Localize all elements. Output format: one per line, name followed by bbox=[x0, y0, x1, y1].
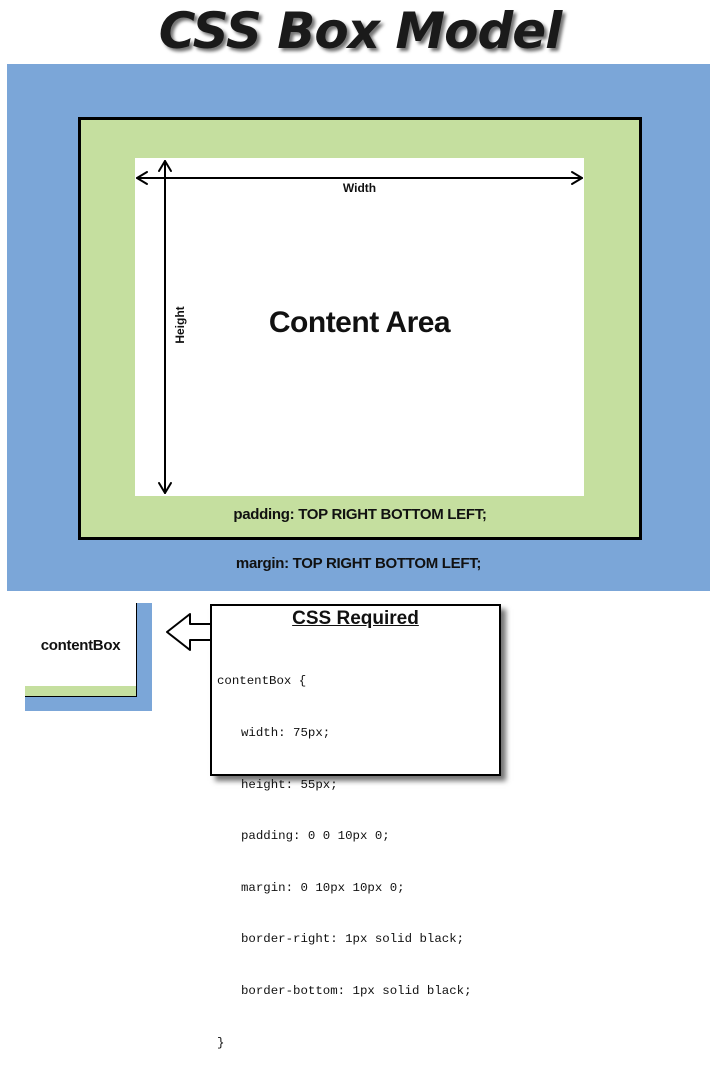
code-line: padding: 0 0 10px 0; bbox=[241, 829, 390, 844]
content-area-label: Content Area bbox=[268, 306, 451, 339]
code-line: border-right: 1px solid black; bbox=[241, 932, 465, 947]
code-line: border-bottom: 1px solid black; bbox=[241, 984, 472, 999]
width-arrow-icon bbox=[136, 171, 583, 185]
margin-label: margin: TOP RIGHT BOTTOM LEFT; bbox=[235, 555, 482, 572]
code-line: height: 55px; bbox=[241, 777, 338, 792]
width-label: Width bbox=[342, 181, 377, 195]
code-panel-title: CSS Required bbox=[292, 608, 419, 629]
arrow-left-icon bbox=[166, 613, 212, 651]
code-line: contentBox { bbox=[217, 674, 307, 689]
code-line: margin: 0 10px 10px 0; bbox=[241, 880, 405, 895]
code-line: width: 75px; bbox=[241, 726, 331, 741]
example-content-area bbox=[25, 603, 136, 686]
code-block: contentBox { width: 75px; height: 55px; … bbox=[217, 639, 472, 1086]
page-title: CSS Box Model bbox=[158, 2, 563, 60]
code-line: } bbox=[217, 1035, 225, 1050]
height-arrow-icon bbox=[158, 160, 172, 494]
padding-label: padding: TOP RIGHT BOTTOM LEFT; bbox=[233, 506, 487, 523]
css-code-panel: CSS Required contentBox { width: 75px; h… bbox=[210, 604, 501, 1050]
example-content-label: contentBox bbox=[40, 637, 121, 654]
content-area bbox=[135, 158, 584, 496]
